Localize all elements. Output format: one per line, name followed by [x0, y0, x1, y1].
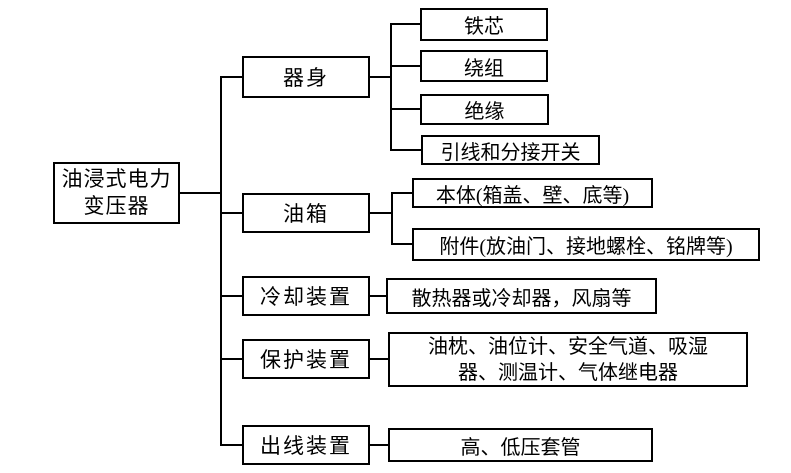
connector-outlet-to-child: [368, 444, 390, 446]
branch-node-outlet-device-label: 出线装置: [260, 434, 352, 458]
connector-trunk-to-protection: [220, 358, 244, 360]
connector-to-insulation: [390, 108, 423, 110]
connector-trunk-to-body: [220, 76, 244, 78]
branch-node-oil-tank: 油箱: [242, 193, 370, 233]
leaf-node-protection-components-line2: 器、测温计、气体继电器: [458, 361, 678, 384]
body-children-vertical-line: [390, 23, 392, 151]
connector-body-to-children: [368, 76, 392, 78]
leaf-node-tank-accessories-label: 附件(放油门、接地螺栓、铭牌等): [439, 236, 733, 258]
root-node-label-line2: 变压器: [83, 194, 150, 218]
leaf-node-radiator-fan-label: 散热器或冷却器，风扇等: [411, 287, 632, 310]
branch-node-protection-device-label: 保护装置: [260, 348, 352, 372]
leaf-node-winding: 绕组: [420, 50, 548, 82]
connector-trunk-to-oil-tank: [220, 212, 244, 214]
branch-node-cooling-device: 冷却装置: [242, 276, 370, 316]
connector-to-tank-body: [391, 192, 414, 194]
connector-to-iron-core: [390, 23, 422, 25]
connector-oil-tank-to-children: [368, 212, 393, 214]
root-node-label-line1: 油浸式电力: [61, 167, 172, 191]
leaf-node-bushings-label: 高、低压套管: [460, 436, 581, 459]
branch-node-protection-device: 保护装置: [242, 339, 370, 379]
leaf-node-insulation-label: 绝缘: [464, 101, 505, 123]
root-node-oil-immersed-transformer: 油浸式电力 变压器: [53, 162, 180, 224]
branch-node-outlet-device: 出线装置: [242, 425, 370, 465]
connector-root-to-trunk: [179, 192, 222, 194]
connector-to-leads-tap-switch: [390, 149, 423, 151]
leaf-node-protection-components: 油枕、油位计、安全气道、吸湿 器、测温计、气体继电器: [388, 332, 748, 387]
leaf-node-tank-accessories: 附件(放油门、接地螺栓、铭牌等): [412, 228, 760, 261]
oil-tank-children-vertical-line: [391, 192, 393, 245]
connector-to-winding: [390, 65, 422, 67]
connector-to-tank-accessories: [391, 243, 414, 245]
connector-protection-to-child: [368, 358, 390, 360]
leaf-node-protection-components-line1: 油枕、油位计、安全气道、吸湿: [428, 335, 708, 358]
leaf-node-bushings: 高、低压套管: [388, 428, 653, 462]
leaf-node-winding-label: 绕组: [464, 57, 504, 80]
connector-trunk-to-outlet: [220, 444, 244, 446]
branch-node-cooling-device-label: 冷却装置: [260, 285, 352, 309]
connector-cooling-to-child: [368, 295, 388, 297]
leaf-node-tank-body: 本体(箱盖、壁、底等): [412, 178, 653, 208]
branch-node-oil-tank-label: 油箱: [283, 202, 329, 226]
trunk-vertical-line: [220, 76, 222, 446]
leaf-node-iron-core-label: 铁芯: [464, 16, 504, 38]
leaf-node-tank-body-label: 本体(箱盖、壁、底等): [435, 184, 630, 207]
leaf-node-iron-core: 铁芯: [420, 8, 548, 41]
leaf-node-leads-tap-switch-label: 引线和分接开关: [440, 141, 581, 164]
leaf-node-leads-tap-switch: 引线和分接开关: [421, 135, 600, 165]
branch-node-body-label: 器身: [283, 66, 329, 90]
leaf-node-insulation: 绝缘: [420, 94, 549, 125]
branch-node-body: 器身: [242, 56, 370, 98]
leaf-node-radiator-fan: 散热器或冷却器，风扇等: [386, 278, 657, 314]
connector-trunk-to-cooling: [220, 295, 244, 297]
